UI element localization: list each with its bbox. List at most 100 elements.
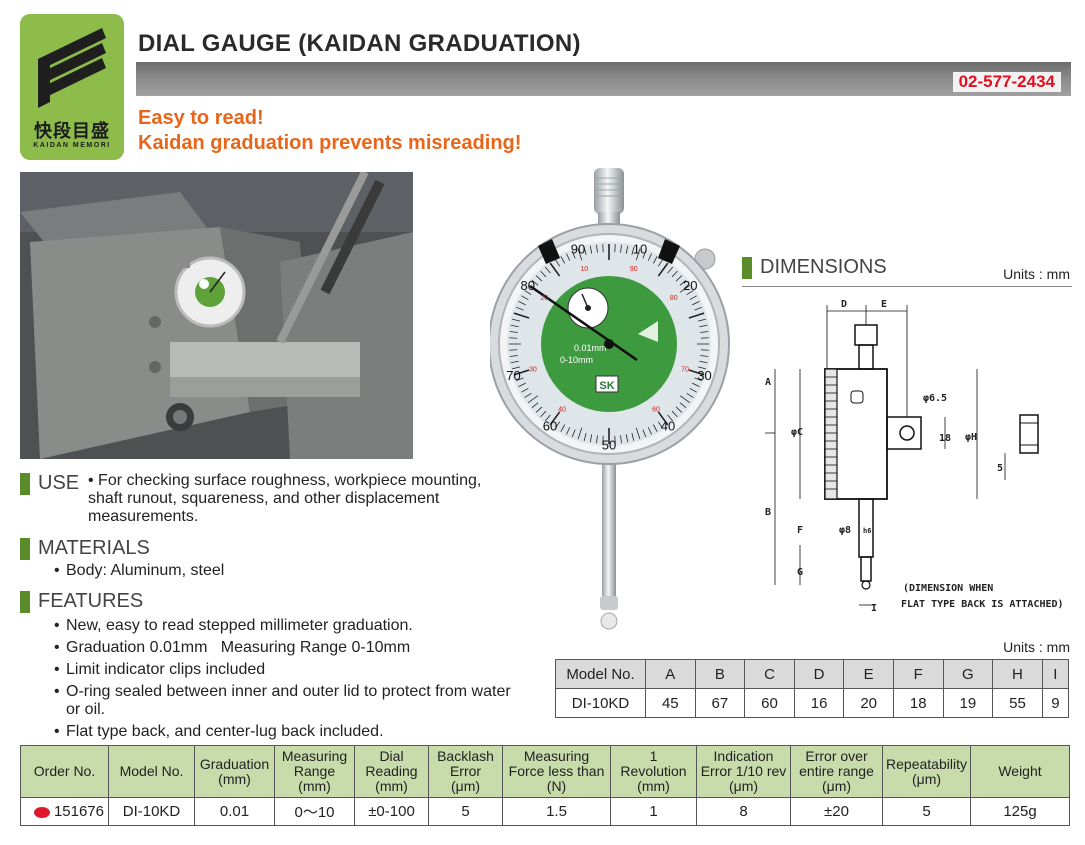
header-line: (μm) bbox=[728, 778, 759, 794]
table-header-cell: Model No. bbox=[108, 745, 195, 798]
header-line: Measuring bbox=[523, 748, 590, 764]
table-cell: 0～10 bbox=[274, 797, 355, 826]
table-cell: ±20 bbox=[790, 797, 883, 826]
dial-red-number: 20 bbox=[540, 295, 548, 302]
dial-number: 90 bbox=[571, 241, 585, 256]
header-line: Error 1/10 rev bbox=[700, 763, 787, 779]
table-header-cell: B bbox=[694, 659, 746, 689]
dial-red-number: 30 bbox=[529, 367, 537, 374]
header-line: Weight bbox=[998, 763, 1042, 779]
header-line: Repeatability bbox=[886, 755, 967, 772]
tagline-2: Kaidan graduation prevents misreading! bbox=[138, 132, 522, 154]
dimension-diagram: D E A φC B F G φH I φ6.5 φ8 h6 18 5 (DIM… bbox=[755, 295, 1075, 615]
table-cell: DI-10KD bbox=[555, 688, 646, 718]
table-cell: 19 bbox=[942, 688, 994, 718]
dial-number: 70 bbox=[506, 368, 520, 383]
header-line: Error over bbox=[805, 748, 868, 764]
list-item: Graduation 0.01mm Measuring Range 0-10mm bbox=[54, 639, 524, 657]
features-list: New, easy to read stepped millimeter gra… bbox=[54, 617, 524, 745]
dim-table-units: Units : mm bbox=[1003, 639, 1070, 655]
dial-red-number: 80 bbox=[670, 295, 678, 302]
dim-label-5: 5 bbox=[997, 463, 1003, 474]
header-line: (μm) bbox=[450, 778, 481, 794]
dial-graduation-label: 0.01mm bbox=[574, 343, 607, 353]
phone-number[interactable]: 02-577-2434 bbox=[952, 72, 1061, 92]
list-item: Limit indicator clips included bbox=[54, 661, 524, 679]
header-line: (mm) bbox=[375, 778, 408, 794]
table-header-cell: E bbox=[843, 659, 894, 689]
dial-number: 10 bbox=[633, 241, 647, 256]
list-item: O-ring sealed between inner and outer li… bbox=[54, 683, 524, 719]
logo-kanji: 快段目盛 bbox=[34, 121, 110, 142]
dimension-table: Model No. A B C D E F G H I DI-10KD 45 6… bbox=[555, 659, 1070, 718]
table-cell: 5 bbox=[428, 797, 503, 826]
table-cell: ±0-100 bbox=[354, 797, 429, 826]
tagline-1: Easy to read! bbox=[138, 107, 264, 129]
table-header-cell: H bbox=[992, 659, 1043, 689]
header-line: (N) bbox=[546, 778, 567, 794]
table-header-cell: Order No. bbox=[20, 745, 109, 798]
header-line: Error bbox=[449, 763, 482, 779]
product-photo bbox=[20, 172, 413, 459]
table-row: 151676 DI-10KD 0.01 0～10 ±0-100 5 1.5 1 … bbox=[20, 797, 1070, 826]
title-bar bbox=[136, 62, 1071, 96]
dial-brand-label: SK bbox=[599, 380, 614, 392]
dial-range-label: 0-10mm bbox=[560, 355, 593, 365]
materials-list: Body: Aluminum, steel bbox=[54, 562, 224, 580]
dim-label-c: φC bbox=[791, 427, 803, 438]
table-cell: 0.01 bbox=[194, 797, 275, 826]
table-cell: 20 bbox=[843, 688, 894, 718]
dim-label-a: A bbox=[765, 377, 771, 388]
dial-number: 50 bbox=[602, 437, 616, 452]
dim-label-e: E bbox=[881, 299, 887, 310]
header-line: (mm) bbox=[637, 778, 670, 794]
dial-number: 20 bbox=[683, 278, 697, 293]
table-header-cell: Model No. bbox=[555, 659, 646, 689]
dial-number: 30 bbox=[697, 368, 711, 383]
table-cell: 60 bbox=[744, 688, 795, 718]
table-cell: 55 bbox=[992, 688, 1043, 718]
table-cell: 67 bbox=[694, 688, 746, 718]
header-line: Order No. bbox=[33, 763, 96, 779]
dim-label-h: φH bbox=[965, 432, 977, 443]
dim-note-line2: FLAT TYPE BACK IS ATTACHED) bbox=[901, 599, 1064, 610]
use-description: • For checking surface roughness, workpi… bbox=[88, 472, 482, 525]
list-item: New, easy to read stepped millimeter gra… bbox=[54, 617, 524, 635]
kaidan-logo: 快段目盛 KAIDAN MEMORI bbox=[20, 14, 124, 160]
dial-red-number: 60 bbox=[652, 407, 660, 414]
header-line: (μm) bbox=[911, 770, 942, 787]
table-header-cell: Weight bbox=[970, 745, 1070, 798]
header-line: Measuring bbox=[281, 748, 348, 764]
header-line: Revolution bbox=[620, 763, 687, 779]
table-header-cell: D bbox=[793, 659, 845, 689]
dial-red-number: 90 bbox=[630, 266, 638, 273]
dim-label-stem-tol: h6 bbox=[863, 527, 871, 535]
dial-number: 40 bbox=[661, 418, 675, 433]
table-header-row: Model No. A B C D E F G H I bbox=[555, 659, 1070, 689]
table-cell: 9 bbox=[1041, 688, 1070, 718]
materials-heading: MATERIALS bbox=[20, 537, 150, 560]
header-line: Dial bbox=[379, 748, 404, 764]
limit-clip-right bbox=[658, 239, 680, 264]
dial-red-number: 10 bbox=[580, 266, 588, 273]
limit-clip-left bbox=[538, 239, 560, 264]
dial-red-number: 70 bbox=[681, 367, 689, 374]
list-item: Flat type back, and center-lug back incl… bbox=[54, 723, 524, 741]
table-cell: 5 bbox=[882, 797, 971, 826]
table-cell: 1.5 bbox=[502, 797, 611, 826]
dim-label-d: D bbox=[841, 299, 847, 310]
header-line: (μm) bbox=[821, 778, 852, 794]
dimensions-heading: DIMENSIONS bbox=[742, 256, 887, 279]
table-header-cell: Repeatability(μm) bbox=[882, 745, 971, 798]
dial-red-number: 40 bbox=[558, 407, 566, 414]
table-row: DI-10KD 45 67 60 16 20 18 19 55 9 bbox=[555, 688, 1070, 718]
dim-label-stem: φ8 bbox=[839, 525, 851, 536]
dial-tick-marks bbox=[509, 244, 709, 444]
table-cell: 1 bbox=[610, 797, 697, 826]
table-header-cell: Graduation(mm) bbox=[194, 745, 275, 798]
header-line: (mm) bbox=[218, 770, 251, 787]
dim-label-f: F bbox=[797, 525, 803, 536]
